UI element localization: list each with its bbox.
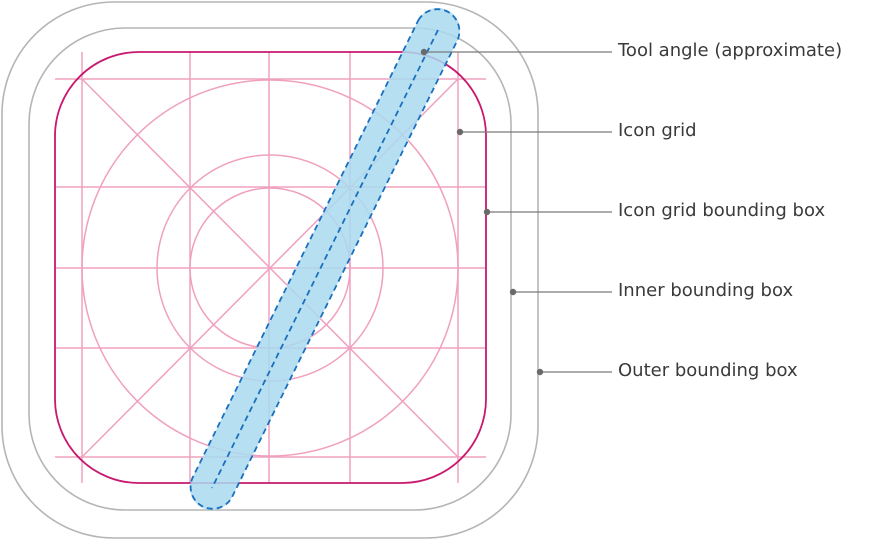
label-inner-bounding-box: Inner bounding box: [618, 280, 794, 301]
label-icon-grid-bounding-box: Icon grid bounding box: [618, 200, 826, 221]
icon-grid-bounding-box: [54, 51, 487, 484]
label-icon-grid: Icon grid: [618, 120, 697, 141]
tool-shape: [189, 8, 461, 510]
label-outer-bounding-box: Outer bounding box: [618, 360, 798, 381]
outer-bounding-box: [1, 1, 539, 539]
callout-leaders: [420, 48, 612, 376]
leader-icon-grid: [456, 128, 612, 136]
leader-icon-grid-bounding-box: [483, 208, 612, 216]
leader-tool-angle: [420, 48, 612, 56]
leader-outer-bounding-box: [536, 368, 612, 376]
label-tool-angle: Tool angle (approximate): [618, 40, 843, 61]
leader-inner-bounding-box: [509, 288, 612, 296]
inner-bounding-box: [28, 27, 512, 511]
